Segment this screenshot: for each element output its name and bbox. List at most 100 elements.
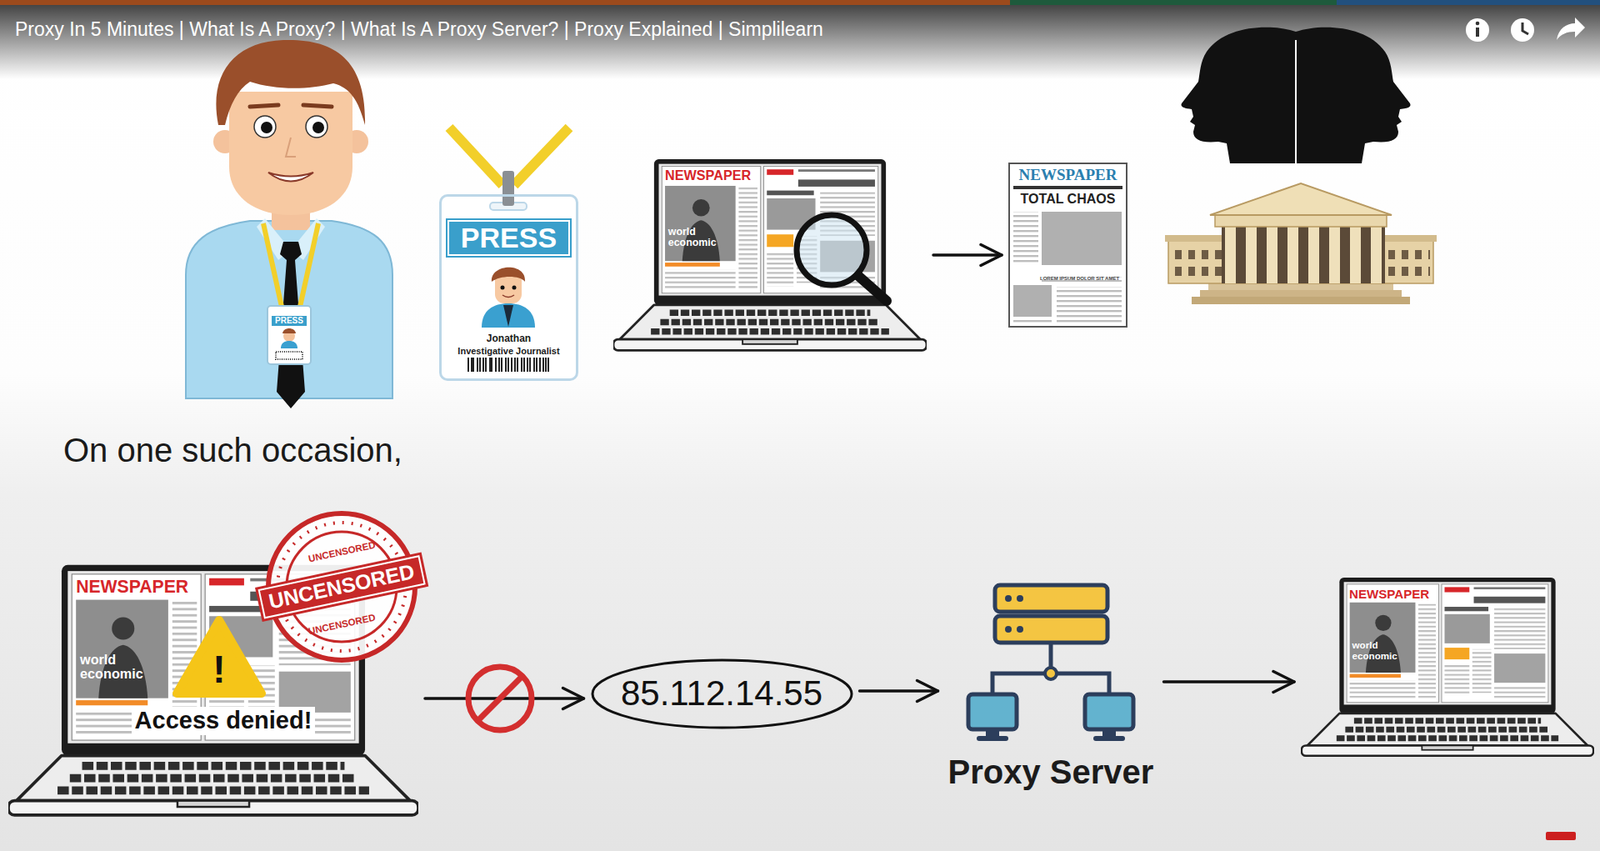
two-heads-silhouette xyxy=(1181,27,1411,164)
player-icons xyxy=(1465,17,1585,840)
server-icon xyxy=(968,585,1134,741)
text-holder: On one such occasion, xyxy=(63,430,403,470)
courthouse-building xyxy=(1171,246,1225,280)
server-icon xyxy=(1085,694,1134,730)
text-holder: ! xyxy=(212,650,225,689)
masthead-text: NEWSPAPER xyxy=(665,168,751,184)
journalist-figure xyxy=(305,115,328,138)
headline-text: world economic xyxy=(80,652,162,681)
stamp-band-text: UNCENSORED xyxy=(258,555,426,619)
warning-mark: ! xyxy=(212,650,225,689)
journalist-figure xyxy=(268,172,314,182)
newspaper-page-art xyxy=(1009,163,1127,327)
subtitle-caption: On one such occasion, xyxy=(63,430,403,470)
result-laptop: NEWSPAPER world economic xyxy=(1300,577,1595,760)
text-holder: NEWSPAPER xyxy=(1010,165,1126,185)
text-holder: NEWSPAPER xyxy=(665,168,760,184)
newspaper-page-art xyxy=(1056,286,1122,324)
ip-address-text: 85.112.14.55 xyxy=(620,673,823,714)
courthouse-building xyxy=(1225,226,1382,284)
player-icons xyxy=(1510,18,1535,42)
server-icon xyxy=(976,735,1009,741)
courthouse-building xyxy=(1221,226,1385,284)
masthead-text: NEWSPAPER xyxy=(75,576,189,596)
courthouse-building xyxy=(1200,290,1402,297)
press-badge-art xyxy=(512,285,517,290)
text-holder: 85.112.14.55 xyxy=(590,673,854,714)
newspaper-page-art xyxy=(1041,211,1122,265)
journalist-figure xyxy=(282,328,296,334)
player-icons xyxy=(1475,21,1480,26)
player-icons xyxy=(1522,22,1529,35)
server-label: Proxy Server xyxy=(948,752,1155,791)
text-holder: Proxy Server xyxy=(945,752,1158,791)
journalist-figure xyxy=(229,91,353,215)
newspaper-page-art xyxy=(1013,211,1039,265)
player-icons xyxy=(1475,27,1480,37)
top-progress-strip xyxy=(0,0,1010,5)
player-icons xyxy=(1465,18,1490,42)
server-icon xyxy=(1016,595,1024,602)
top-progress-strip xyxy=(1336,0,1600,5)
blocked-sign xyxy=(468,666,532,730)
laptop-art xyxy=(613,159,927,350)
masthead-text: NEWSPAPER xyxy=(1349,587,1430,602)
journalist-figure xyxy=(263,223,319,307)
text-holder: world economic xyxy=(1352,640,1411,662)
journalist-figure xyxy=(312,121,325,134)
newspaper-page-art xyxy=(1009,163,1127,327)
two-heads-silhouette xyxy=(1295,27,1411,164)
text-holder: UNCENSORED xyxy=(258,555,426,619)
server-icon xyxy=(985,729,1000,737)
journalist-figure xyxy=(185,40,393,409)
stamp-ring-text: UNCENSORED xyxy=(307,612,377,637)
server-icon xyxy=(992,644,1110,695)
warning-triangle xyxy=(176,620,262,694)
two-heads-silhouette xyxy=(1181,27,1297,164)
laptop-screen: NEWSPAPERworld economic xyxy=(613,159,927,355)
badge-heading: PRESS xyxy=(447,220,570,256)
press-badge-art xyxy=(502,295,515,298)
server-icon xyxy=(995,585,1108,612)
press-badge-art xyxy=(503,305,514,327)
courthouse-building xyxy=(1210,183,1392,215)
server-icon xyxy=(1102,729,1116,737)
badge-name: Jonathan xyxy=(486,332,531,345)
courthouse-building xyxy=(1191,296,1410,305)
server-icon xyxy=(1016,625,1024,633)
server-icon xyxy=(1005,625,1012,633)
mini-badge-text: PRESS xyxy=(271,315,307,326)
newspaper-page-art xyxy=(1013,285,1052,317)
server-icon xyxy=(1005,595,1012,602)
text-holder: Proxy In 5 Minutes | What Is A Proxy? | … xyxy=(15,18,824,42)
text-holder: PRESS xyxy=(441,220,576,256)
warning-triangle xyxy=(176,620,262,694)
journalist-figure xyxy=(285,137,296,157)
server-icon xyxy=(1045,667,1057,680)
proxy-server: Proxy Server xyxy=(945,581,1158,795)
blocked-sign xyxy=(477,675,523,721)
stamp-ring-text: UNCENSORED xyxy=(307,540,377,565)
text-holder: PRESS xyxy=(271,311,307,327)
flow-arrow xyxy=(933,253,1002,257)
text-holder: NEWSPAPER xyxy=(75,576,200,596)
journalist-figure xyxy=(267,305,311,365)
top-progress-strip xyxy=(1010,0,1337,5)
journalist-figure xyxy=(215,40,365,125)
text-holder: NEWSPAPER xyxy=(1349,586,1438,602)
server-icon xyxy=(995,615,1108,643)
flow-arrow xyxy=(860,689,939,693)
player-icons xyxy=(1556,17,1585,40)
flow-arrow xyxy=(1164,680,1295,684)
text-holder: LOREM IPSUM DOLOR SIT AMET xyxy=(1040,268,1129,284)
text-holder: Investigative Journalist xyxy=(441,342,576,358)
body-text: LOREM IPSUM DOLOR SIT AMET xyxy=(1040,275,1120,282)
newspaper-page: NEWSPAPER TOTAL CHAOS LOREM IPSUM DOLOR SI… xyxy=(1008,162,1128,328)
journalist-figure xyxy=(280,340,298,349)
text-holder: UNCENSORED xyxy=(306,536,377,566)
access-denied-text: Access denied! xyxy=(131,706,316,735)
press-badge-art xyxy=(440,127,577,380)
text-holder: TOTAL CHAOS xyxy=(1010,191,1126,207)
